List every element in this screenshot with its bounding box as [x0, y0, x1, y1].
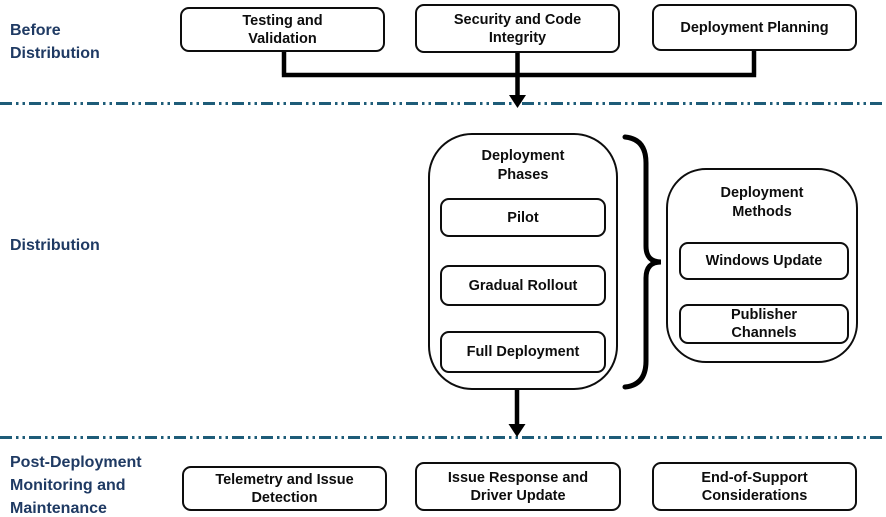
box-label: Gradual Rollout — [468, 277, 578, 294]
box-full-deployment: Full Deployment — [440, 331, 606, 373]
box-security-and-code-integrity: Security and Code Integrity — [415, 4, 620, 53]
container-deployment-methods: Deployment Methods Windows Update Publis… — [666, 168, 858, 363]
section-label-before-distribution: Before Distribution — [10, 22, 100, 62]
section-label-post-deployment: Post-Deployment Monitoring and Maintenan… — [10, 454, 142, 517]
box-label: Issue Response and Driver Update — [447, 469, 589, 504]
box-label: Full Deployment — [466, 344, 580, 360]
section-label-distribution: Distribution — [10, 237, 100, 254]
container-deployment-phases: Deployment Phases Pilot Gradual Rollout … — [428, 133, 618, 390]
container-title-deployment-methods: Deployment Methods — [668, 184, 856, 222]
container-title-text: Deployment Phases — [481, 148, 565, 183]
box-label: Testing and Validation — [242, 12, 323, 47]
curly-brace — [622, 134, 662, 390]
container-title-text: Deployment Methods — [720, 185, 804, 220]
box-label: Telemetry and Issue Detection — [215, 471, 354, 506]
box-label: Pilot — [507, 209, 539, 226]
box-label: End-of-Support Considerations — [701, 469, 808, 504]
box-gradual-rollout: Gradual Rollout — [440, 265, 606, 306]
box-end-of-support-considerations: End-of-Support Considerations — [652, 462, 857, 511]
box-telemetry-and-issue-detection: Telemetry and Issue Detection — [182, 466, 387, 511]
box-deployment-planning: Deployment Planning — [652, 4, 857, 51]
box-label: Publisher Channels — [730, 307, 798, 341]
box-publisher-channels: Publisher Channels — [679, 304, 849, 344]
box-testing-and-validation: Testing and Validation — [180, 7, 385, 52]
box-windows-update: Windows Update — [679, 242, 849, 280]
box-pilot: Pilot — [440, 198, 606, 237]
box-label: Security and Code Integrity — [453, 11, 582, 46]
arrow-distribution-to-post-head — [508, 424, 526, 437]
container-title-deployment-phases: Deployment Phases — [430, 147, 616, 185]
box-label: Windows Update — [705, 253, 823, 269]
box-issue-response-and-driver-update: Issue Response and Driver Update — [415, 462, 621, 511]
arrow-top-to-distribution-head — [509, 95, 526, 108]
box-label: Deployment Planning — [680, 19, 829, 36]
